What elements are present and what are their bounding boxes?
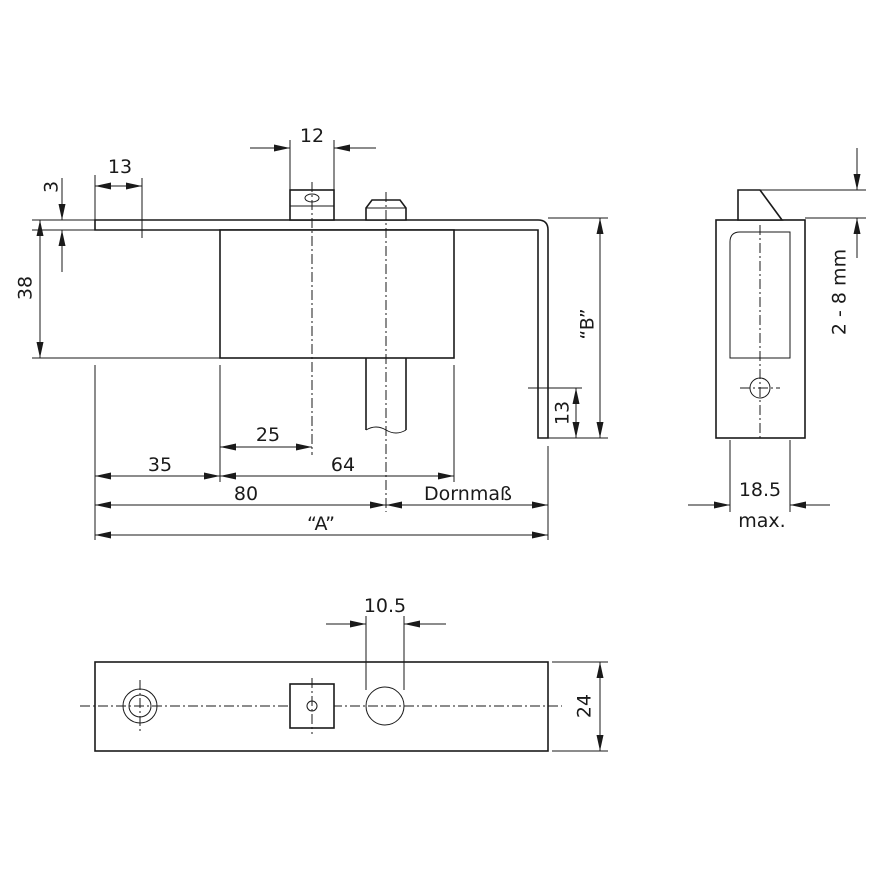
dim-dornmass: Dornmaß [424,483,512,505]
dim-B: “B” [577,308,599,339]
dim-80: 80 [234,483,258,505]
dim-max: max. [738,510,785,532]
dim-12: 12 [300,125,324,147]
dim-64: 64 [331,454,355,476]
side-view: 2 - 8 mm 18.5 max. [688,148,866,532]
front-view: 13 3 38 12 “B” 13 25 [15,125,608,540]
mounting-plate [94,219,549,439]
dim-10-5: 10.5 [364,595,406,617]
side-inner-cavity [729,231,791,359]
bolt-hole [365,686,405,726]
dim-24: 24 [574,694,596,718]
lock-housing [219,229,455,359]
dim-35: 35 [148,454,172,476]
dim-2-8-mm: 2 - 8 mm [829,249,851,335]
dim-18-5: 18.5 [739,479,781,501]
top-view: 10.5 24 [80,595,608,752]
side-latch-tip [737,189,784,221]
dim-13-top: 13 [108,156,132,178]
dim-3: 3 [41,181,63,193]
dim-25: 25 [256,424,280,446]
dim-38: 38 [15,276,37,300]
dim-A: “A” [307,513,335,535]
dim-13-right: 13 [552,401,574,425]
